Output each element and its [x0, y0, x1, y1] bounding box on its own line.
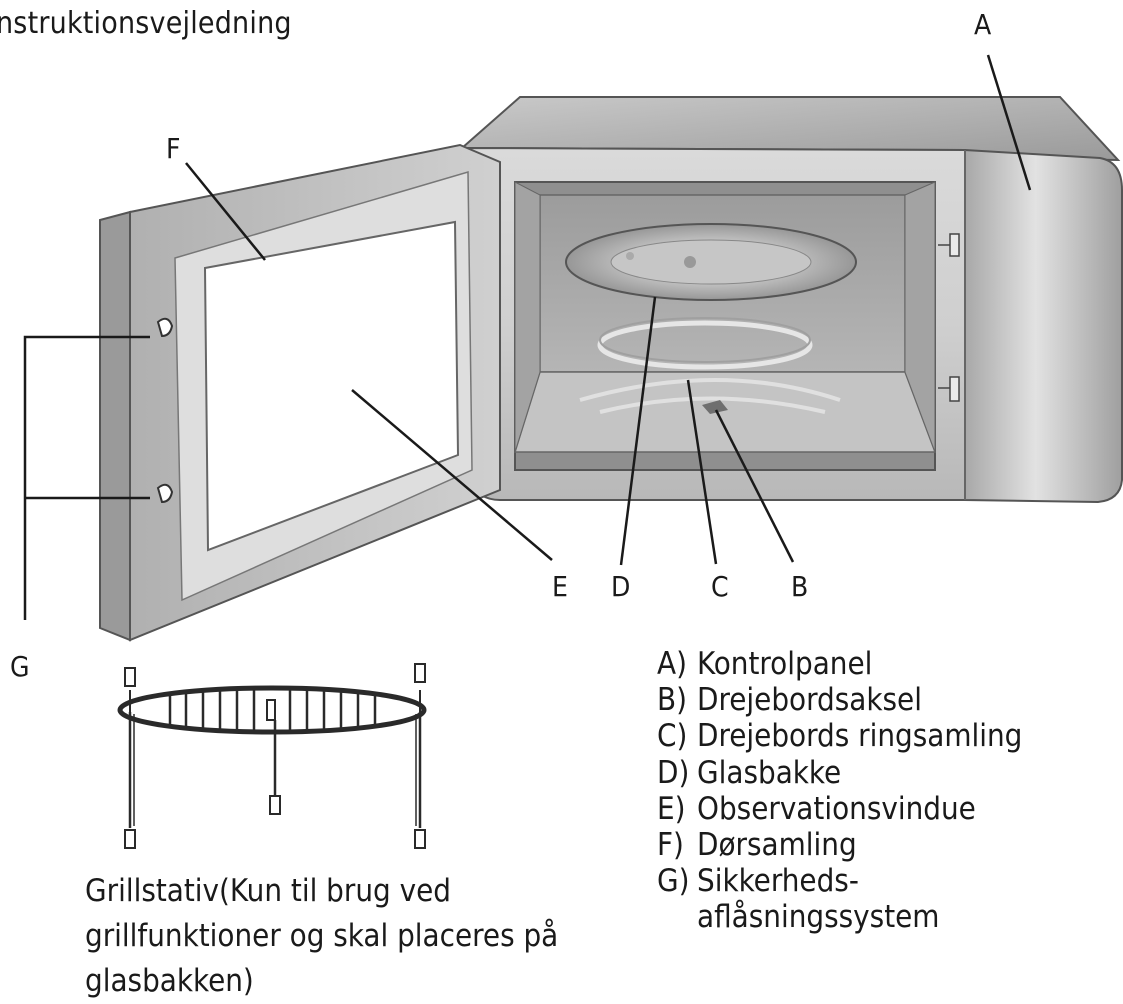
legend-text: Drejebords ringsamling [697, 718, 1023, 755]
callout-c: C [711, 570, 729, 603]
legend-letter: A) [657, 646, 687, 682]
leader-c [686, 379, 718, 565]
legend-letter: E) [657, 790, 686, 827]
grill-rack-caption: Grillstativ(Kun til brug ved grillfunkti… [85, 873, 559, 999]
control-panel [964, 148, 1123, 504]
legend-text: Dørsamling [697, 827, 857, 864]
legend-text: Sikkerheds- aflåsningssystem [697, 863, 940, 936]
legend-letter: C) [657, 718, 688, 755]
legend-letter: F) [657, 827, 684, 864]
callout-e: E [552, 570, 568, 603]
leader-a [986, 54, 1032, 191]
microwave-body [459, 96, 1123, 504]
turntable-shaft [702, 400, 728, 414]
grill-rack [117, 663, 427, 849]
legend-item-d: D) Glasbakke [657, 755, 1097, 791]
legend-text: Drejebordsaksel [697, 682, 922, 719]
legend-item-f: F) Dørsamling [657, 827, 1097, 863]
legend-letter: D) [657, 754, 690, 791]
legend-text: Kontrolpanel [697, 646, 873, 682]
callout-a: A [974, 8, 992, 41]
legend-letter: G) [657, 863, 690, 900]
callout-b: B [791, 570, 808, 603]
legend-item-g: G) Sikkerheds- aflåsningssystem [657, 863, 1097, 935]
callout-d: D [611, 570, 630, 603]
latch-slot-lower [949, 376, 960, 402]
leader-f [185, 162, 266, 261]
legend-item-e: E) Observationsvindue [657, 791, 1097, 827]
latch-slot-upper [949, 233, 960, 257]
page-title: nstruktionsvejledning [0, 6, 292, 41]
legend-item-a: A) Kontrolpanel [657, 646, 1097, 682]
leader-b [714, 409, 795, 563]
observation-window [203, 220, 460, 552]
leader-g [23, 335, 150, 620]
legend-letter: B) [657, 682, 688, 719]
legend-text: Observationsvindue [697, 790, 976, 827]
parts-legend: A) Kontrolpanel B) Drejebordsaksel C) Dr… [657, 646, 1097, 936]
grill-rack-ring [117, 685, 427, 735]
door-latch-upper [156, 317, 174, 338]
door-assembly [99, 143, 501, 642]
callout-lines [23, 54, 1032, 620]
callout-g: G [10, 650, 30, 683]
legend-text: Glasbakke [697, 754, 842, 791]
legend-item-c: C) Drejebords ringsamling [657, 718, 1097, 754]
leader-e [351, 389, 553, 561]
leader-d [619, 296, 657, 566]
cavity-floor [513, 371, 937, 453]
legend-item-b: B) Drejebordsaksel [657, 682, 1097, 718]
door-edge [99, 210, 131, 642]
callout-f: F [166, 132, 181, 165]
turntable-ring [597, 320, 813, 370]
door-latch-lower [156, 483, 174, 504]
